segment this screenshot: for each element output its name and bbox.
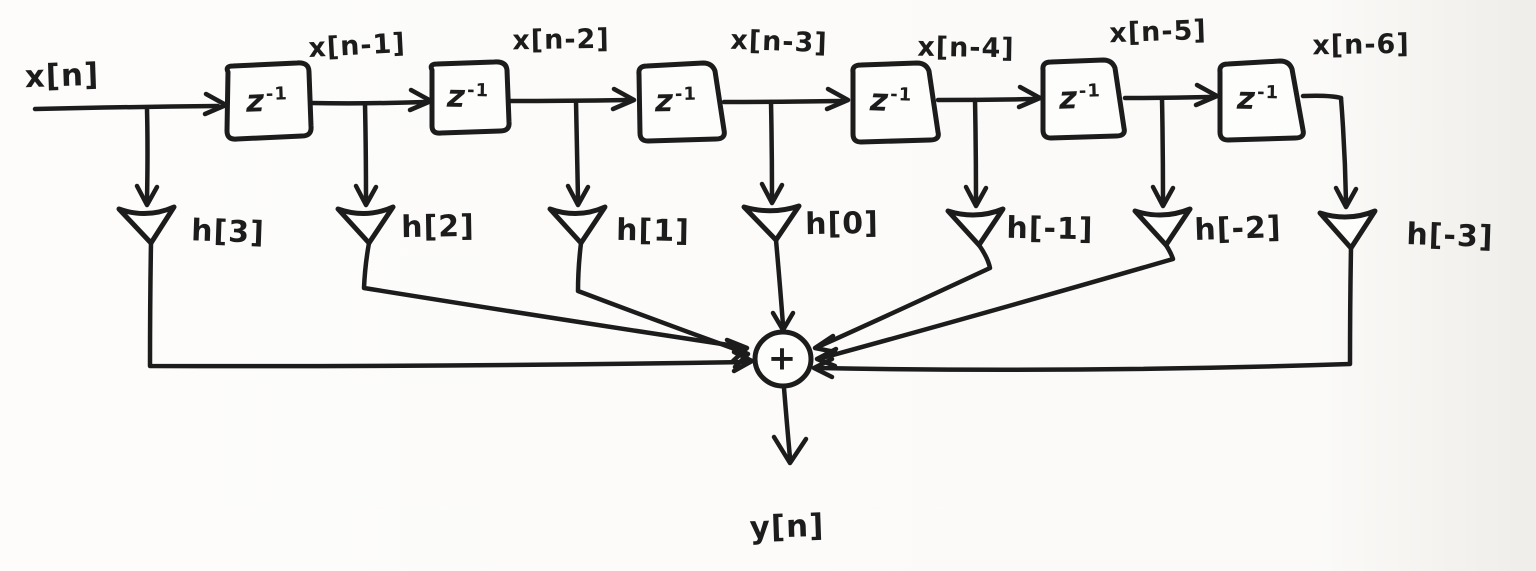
multiplier-h3 bbox=[116, 204, 755, 374]
delay-block-5 bbox=[1040, 57, 1127, 141]
delay-z: z bbox=[869, 82, 890, 119]
delay-exponent: -1 bbox=[466, 79, 490, 102]
delay-block-2 bbox=[428, 59, 512, 136]
delay-z: z bbox=[446, 78, 467, 115]
delay-exponent: -1 bbox=[889, 83, 913, 106]
delay-block-4 bbox=[850, 60, 941, 145]
delay-z: z bbox=[654, 83, 675, 120]
tap-label-h1: h[1] bbox=[615, 212, 691, 250]
delay-label-1: z-1 bbox=[245, 82, 289, 120]
delay-exponent: -1 bbox=[1256, 81, 1280, 104]
sum-plus-symbol: + bbox=[767, 338, 797, 379]
multiplier-h-3 bbox=[811, 208, 1378, 380]
tap-line-6 bbox=[1150, 95, 1176, 209]
stage-label-2: x[n-2] bbox=[512, 23, 610, 57]
tap-line-5 bbox=[963, 97, 989, 209]
delay-label-2: z-1 bbox=[447, 79, 490, 116]
delay-z: z bbox=[245, 83, 266, 120]
tap-line-4 bbox=[759, 99, 785, 206]
input-signal-label: x[n] bbox=[24, 56, 100, 96]
tap-line-7 bbox=[1333, 95, 1359, 210]
tap-label-h0: h[0] bbox=[804, 205, 880, 243]
tap-label-h-1: h[-1] bbox=[1006, 210, 1094, 248]
tap-label-h-2: h[-2] bbox=[1193, 209, 1283, 249]
delay-label-5: z-1 bbox=[1058, 79, 1102, 117]
output-signal-label: y[n] bbox=[749, 507, 825, 547]
multiplier-h2 bbox=[335, 204, 750, 364]
stage-label-6: x[n-6] bbox=[1312, 28, 1410, 62]
stage-label-3: x[n-3] bbox=[729, 24, 829, 60]
delay-label-6: z-1 bbox=[1237, 81, 1280, 118]
delay-label-3: z-1 bbox=[654, 83, 698, 120]
tap-label-h3: h[3] bbox=[190, 213, 266, 251]
delay-block-1 bbox=[224, 60, 314, 142]
signal-wire bbox=[32, 82, 1344, 117]
stage-label-5: x[n-5] bbox=[1108, 14, 1208, 50]
delay-block-6 bbox=[1217, 58, 1306, 143]
delay-exponent: -1 bbox=[1078, 80, 1102, 103]
output-arrow bbox=[771, 385, 809, 466]
delay-exponent: -1 bbox=[674, 83, 698, 106]
stage-label-4: x[n-4] bbox=[917, 31, 1015, 65]
multiplier-h1 bbox=[547, 204, 751, 370]
tap-label-h2: h[2] bbox=[400, 208, 476, 246]
stage-label-1: x[n-1] bbox=[307, 27, 407, 65]
delay-z: z bbox=[1236, 80, 1257, 117]
tap-line-1 bbox=[134, 106, 160, 208]
multiplier-h-1 bbox=[812, 206, 1006, 355]
tap-label-h-3: h[-3] bbox=[1405, 216, 1495, 256]
delay-label-4: z-1 bbox=[869, 82, 912, 119]
delay-z: z bbox=[1058, 80, 1079, 117]
multiplier-h0 bbox=[741, 203, 802, 333]
tap-line-2 bbox=[353, 101, 379, 208]
multiplier-h-2 bbox=[814, 206, 1193, 369]
delay-block-3 bbox=[636, 60, 727, 144]
tap-line-3 bbox=[565, 98, 591, 208]
delay-exponent: -1 bbox=[265, 83, 289, 106]
